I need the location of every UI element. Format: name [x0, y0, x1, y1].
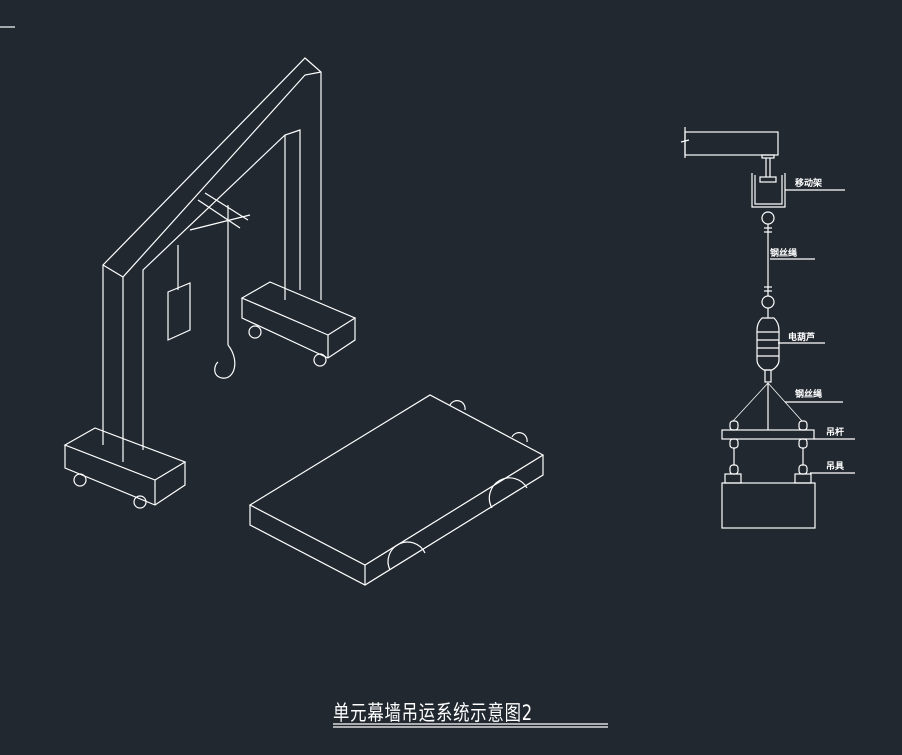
label-moving-frame: 移动架	[795, 179, 823, 189]
gantry-crane	[63, 57, 357, 509]
platform-slab	[248, 394, 545, 586]
label-wire-rope-2: 钢丝绳	[795, 390, 823, 400]
hoist-schematic	[680, 127, 855, 529]
drawing-title: 单元幕墙吊运系统示意图2	[333, 701, 533, 725]
label-wire-rope: 钢丝绳	[770, 249, 798, 259]
label-sling: 吊具	[826, 462, 845, 472]
label-hanger-rod: 吊杆	[826, 428, 845, 438]
label-electric-hoist: 电葫芦	[788, 333, 816, 343]
